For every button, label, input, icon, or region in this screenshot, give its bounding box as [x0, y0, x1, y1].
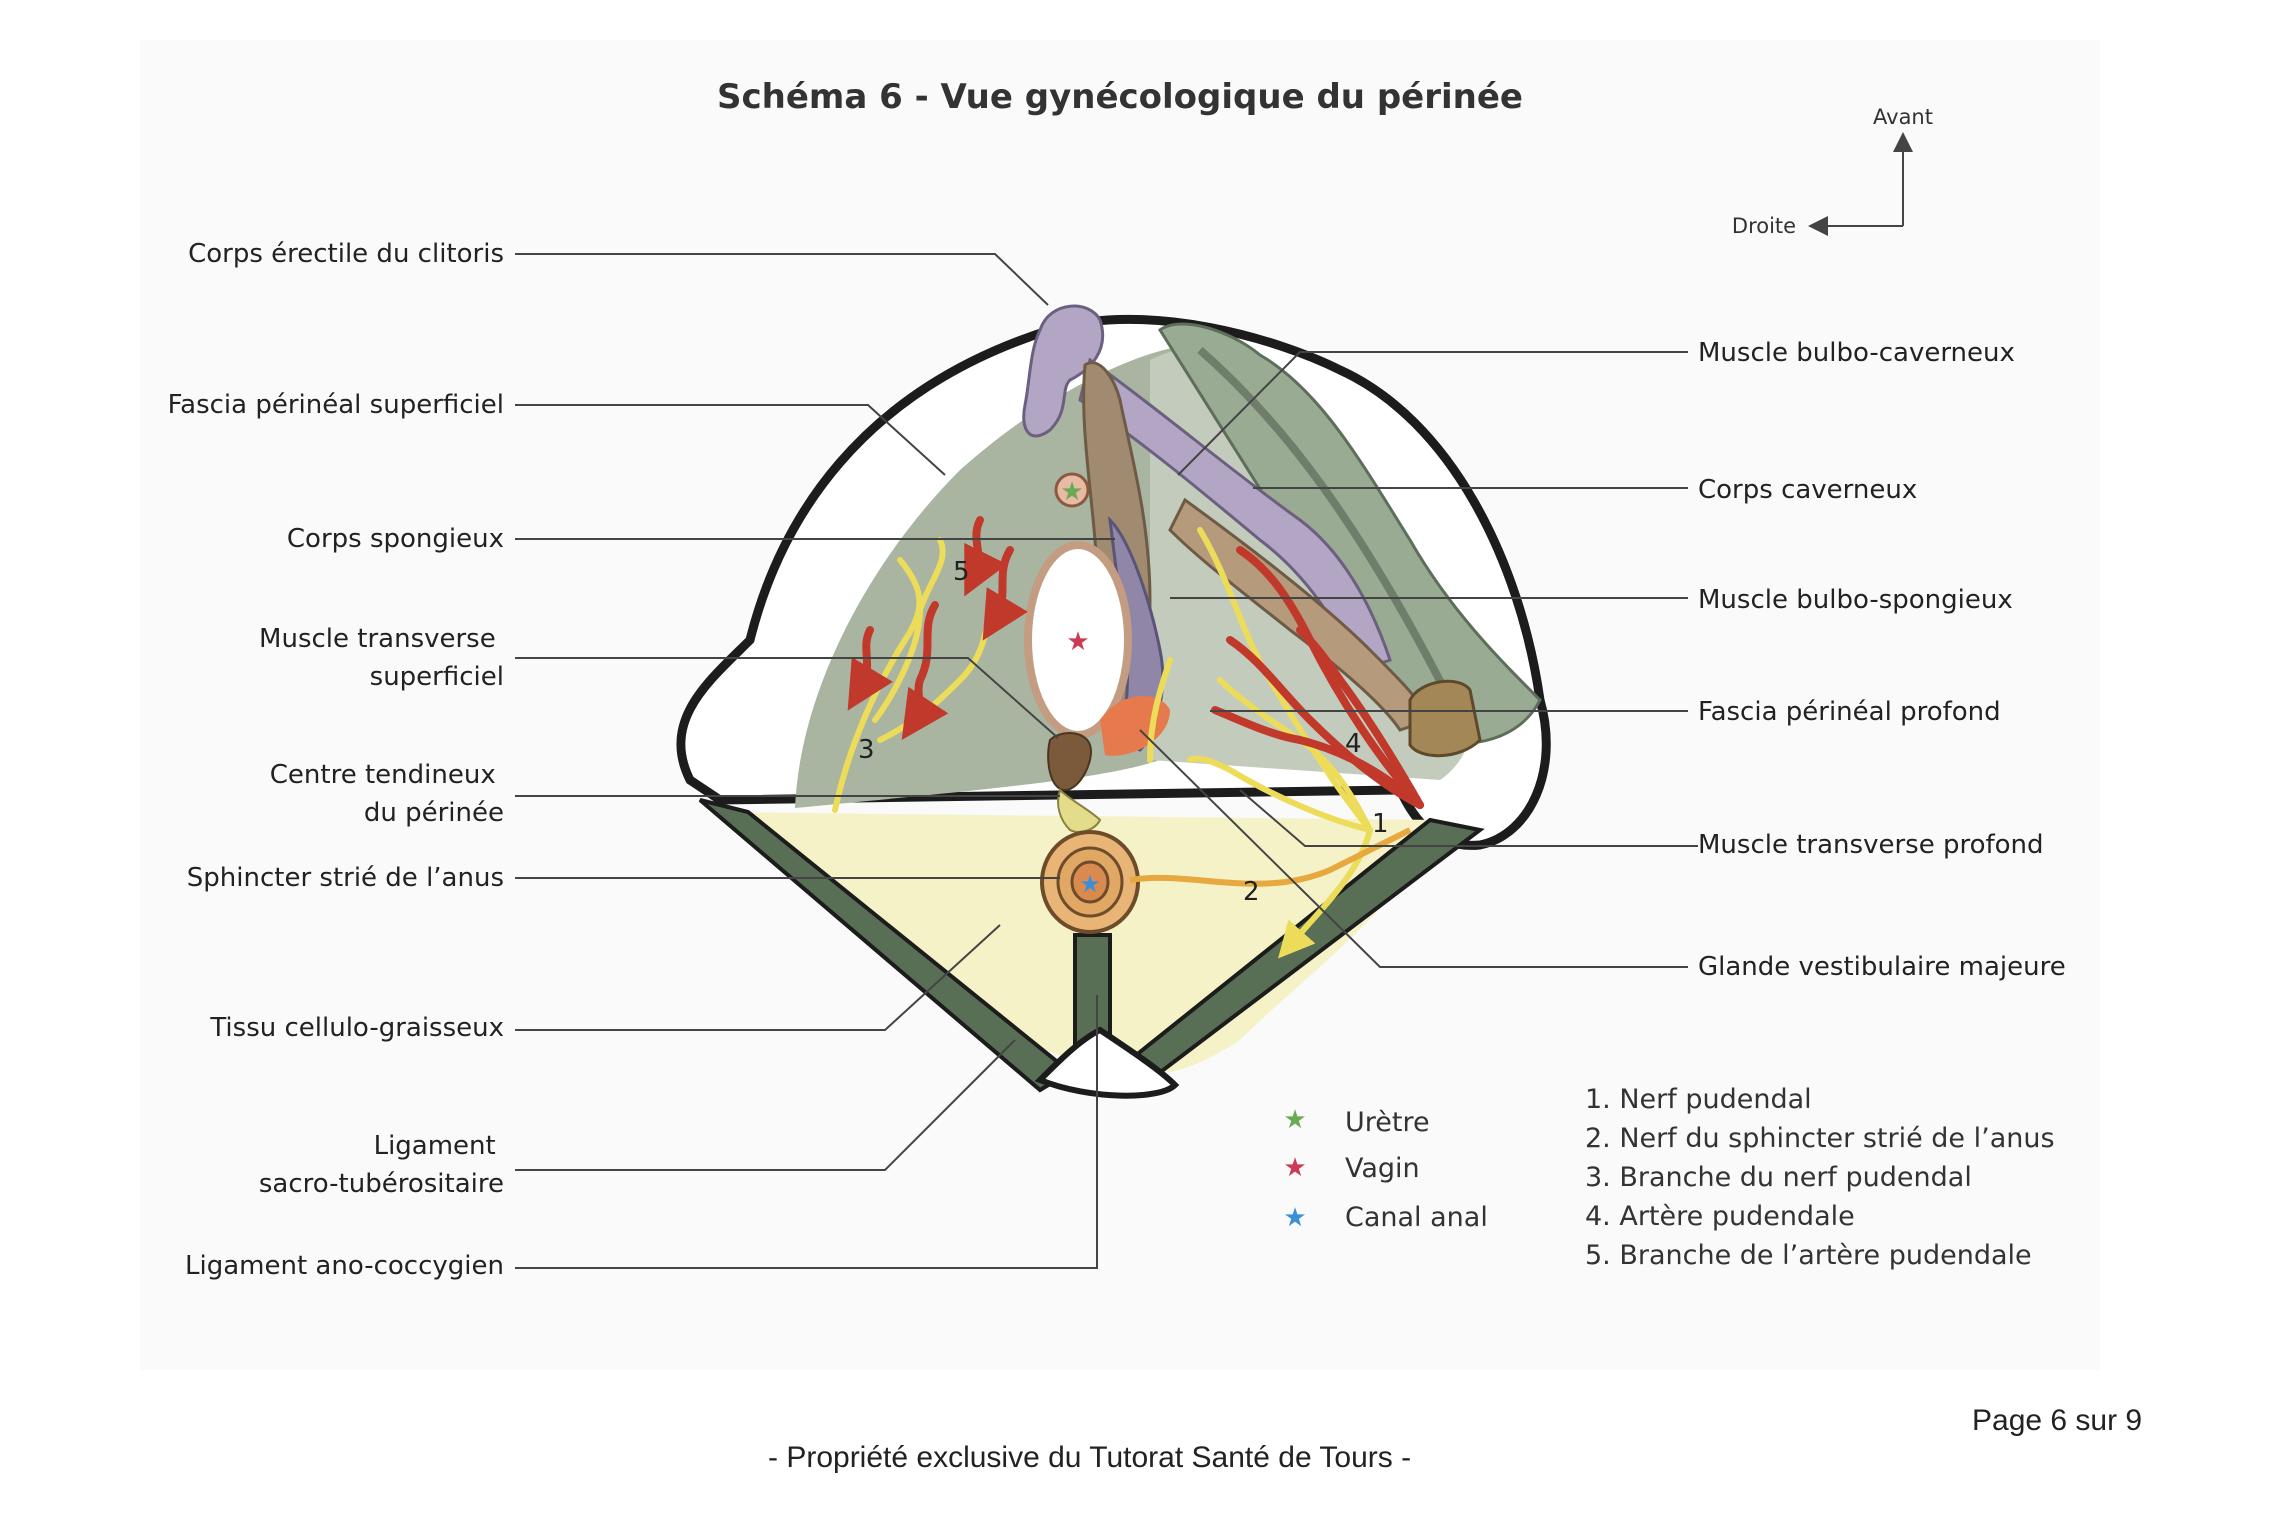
figure-number-3: 3 [858, 735, 875, 765]
anal-canal-star: ★ [1079, 871, 1101, 898]
label-corps-caverneux: Corps caverneux [1698, 475, 1917, 505]
tendinous-center [1047, 732, 1092, 792]
right-labels: Muscle bulbo-caverneux Corps caverneux M… [1139, 338, 2066, 982]
label-fascia-superficiel: Fascia périnéal superficiel [168, 390, 504, 420]
clitoris-body [1022, 304, 1105, 438]
label-corps-spongieux: Corps spongieux [287, 524, 504, 554]
figure-number-1: 1 [1372, 809, 1389, 839]
label-glande: Glande vestibulaire majeure [1698, 952, 2066, 982]
diagram-title: Schéma 6 - Vue gynécologique du périnée [717, 77, 1523, 117]
figure-number-5: 5 [953, 557, 970, 587]
label-bulbo-spongieux: Muscle bulbo-spongieux [1698, 585, 2013, 615]
legend-number-2: 2. Nerf du sphincter strié de l’anus [1585, 1123, 2055, 1154]
left-labels: Corps érectile du clitoris Fascia périné… [168, 239, 1115, 1281]
label-bulbo-caverneux: Muscle bulbo-caverneux [1698, 338, 2015, 368]
arteries [847, 516, 1424, 809]
label-fascia-profond: Fascia périnéal profond [1698, 697, 2001, 727]
urethra-star: ★ [1060, 476, 1083, 506]
legend-label-vagin: Vagin [1345, 1153, 1420, 1184]
legend-star-uretre: ★ [1283, 1104, 1306, 1134]
legend-star-canal: ★ [1283, 1202, 1306, 1232]
symbol-legend: ★ Urètre ★ Vagin ★ Canal anal [1283, 1104, 1488, 1233]
legend-number-4: 4. Artère pudendale [1585, 1201, 1855, 1232]
legend-number-3: 3. Branche du nerf pudendal [1585, 1162, 1972, 1193]
anal-sphincter-nerve [1129, 827, 1412, 887]
label-transverse-profond: Muscle transverse profond [1698, 830, 2044, 860]
legend-label-canal: Canal anal [1345, 1202, 1488, 1233]
number-legend: 1. Nerf pudendal 2. Nerf du sphincter st… [1585, 1084, 2055, 1271]
label-centre-tendineux: Centre tendineux du périnée [270, 760, 504, 828]
legend-label-uretre: Urètre [1345, 1107, 1430, 1138]
figure-number-4: 4 [1345, 729, 1362, 759]
page-number: Page 6 sur 9 [1972, 1404, 2143, 1437]
orientation-compass: Avant Droite [1732, 105, 1933, 238]
vagina-star: ★ [1066, 626, 1089, 656]
legend-number-1: 1. Nerf pudendal [1585, 1084, 1812, 1115]
label-sphincter: Sphincter strié de l’anus [187, 863, 504, 893]
label-ligament-ano: Ligament ano-coccygien [185, 1251, 504, 1281]
cavernous-body [1078, 357, 1392, 672]
label-ligament-sacro: Ligament sacro-tubérositaire [259, 1131, 504, 1199]
legend-star-vagin: ★ [1283, 1152, 1306, 1182]
compass-front-label: Avant [1873, 105, 1933, 129]
anal-sphincter-inner [1070, 860, 1110, 904]
perineum-illustration: ★ ★ ★ 1 2 3 4 5 [676, 304, 1551, 1099]
copyright-footer: - Propriété exclusive du Tutorat Santé d… [768, 1441, 1412, 1474]
compass-right-label: Droite [1732, 214, 1796, 238]
urethra-opening [1054, 472, 1090, 508]
legend-number-5: 5. Branche de l’artère pudendale [1585, 1240, 2032, 1271]
label-tissu: Tissu cellulo-graisseux [209, 1013, 504, 1043]
figure-number-2: 2 [1243, 877, 1260, 907]
deep-transverse-muscle [1408, 679, 1482, 758]
nerves [832, 527, 1373, 959]
label-transverse-superficiel: Muscle transverse superficiel [259, 624, 504, 692]
coccyx [1034, 1026, 1180, 1099]
label-clitoris: Corps érectile du clitoris [188, 239, 504, 269]
